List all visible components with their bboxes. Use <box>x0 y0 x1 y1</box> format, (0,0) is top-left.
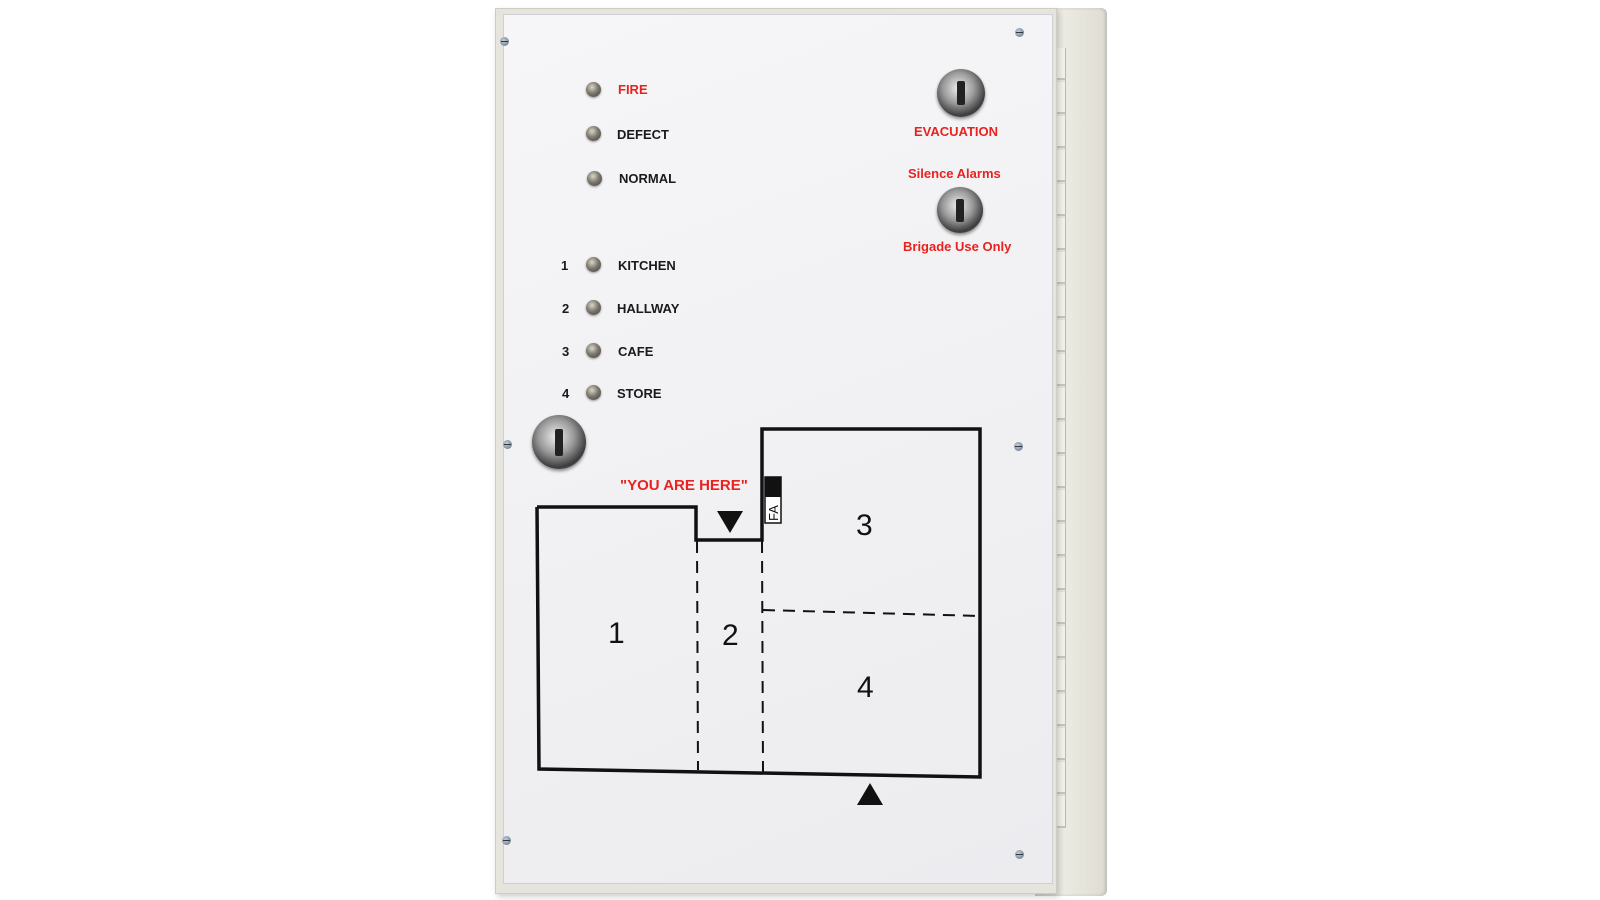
zone-hallway-label: HALLWAY <box>617 301 680 316</box>
you-are-here-label: "YOU ARE HERE" <box>620 477 748 494</box>
zone-kitchen-label: KITCHEN <box>618 258 676 273</box>
screw-icon <box>1014 442 1023 451</box>
zone-hallway-led-icon <box>586 300 601 315</box>
front-panel <box>503 14 1053 884</box>
room-number-2: 2 <box>722 619 739 652</box>
zone-store-label: STORE <box>617 386 662 401</box>
evacuation-label: EVACUATION <box>914 124 999 139</box>
fa-panel-marker-fill <box>765 477 781 497</box>
zone-kitchen-led-icon <box>586 257 601 272</box>
room-number-4: 4 <box>857 671 874 704</box>
fire-label: FIRE <box>618 82 648 97</box>
zone-number: 3 <box>562 344 570 359</box>
defect-label: DEFECT <box>617 127 669 142</box>
zone-store-led-icon <box>586 385 601 400</box>
normal-led-icon <box>587 171 602 186</box>
zone-cafe-label: CAFE <box>618 344 654 359</box>
brigade-use-only-label: Brigade Use Only <box>903 239 1012 254</box>
room-number-1: 1 <box>608 617 625 650</box>
partition-1-2 <box>696 540 699 771</box>
partition-3-4 <box>762 609 981 617</box>
screw-icon <box>1015 28 1024 37</box>
silence-alarms-keyswitch[interactable] <box>937 187 983 233</box>
partition-2-3 <box>761 540 764 773</box>
you-are-here-arrow-icon <box>717 511 743 533</box>
room-number-3: 3 <box>856 509 873 542</box>
zone-number: 4 <box>562 386 570 401</box>
silence-alarms-label: Silence Alarms <box>908 166 1001 181</box>
normal-label: NORMAL <box>619 171 677 186</box>
fire-led-icon <box>586 82 601 97</box>
outer-wall <box>535 427 982 779</box>
zone-number: 2 <box>562 301 570 316</box>
fire-alarm-cabinet <box>495 8 1107 896</box>
fa-label: FA <box>766 505 781 521</box>
floor-plan: FA 1 2 3 4 <box>535 427 982 805</box>
defect-led-icon <box>586 126 601 141</box>
screw-icon <box>500 37 509 46</box>
zone-cafe-led-icon <box>586 343 601 358</box>
screw-icon <box>503 440 512 449</box>
exit-arrow-icon <box>857 783 883 805</box>
panel-lock-keyswitch[interactable] <box>532 415 586 469</box>
evacuation-keyswitch[interactable] <box>937 69 985 117</box>
zone-number: 1 <box>561 258 569 273</box>
screw-icon <box>502 836 511 845</box>
screw-icon <box>1015 850 1024 859</box>
